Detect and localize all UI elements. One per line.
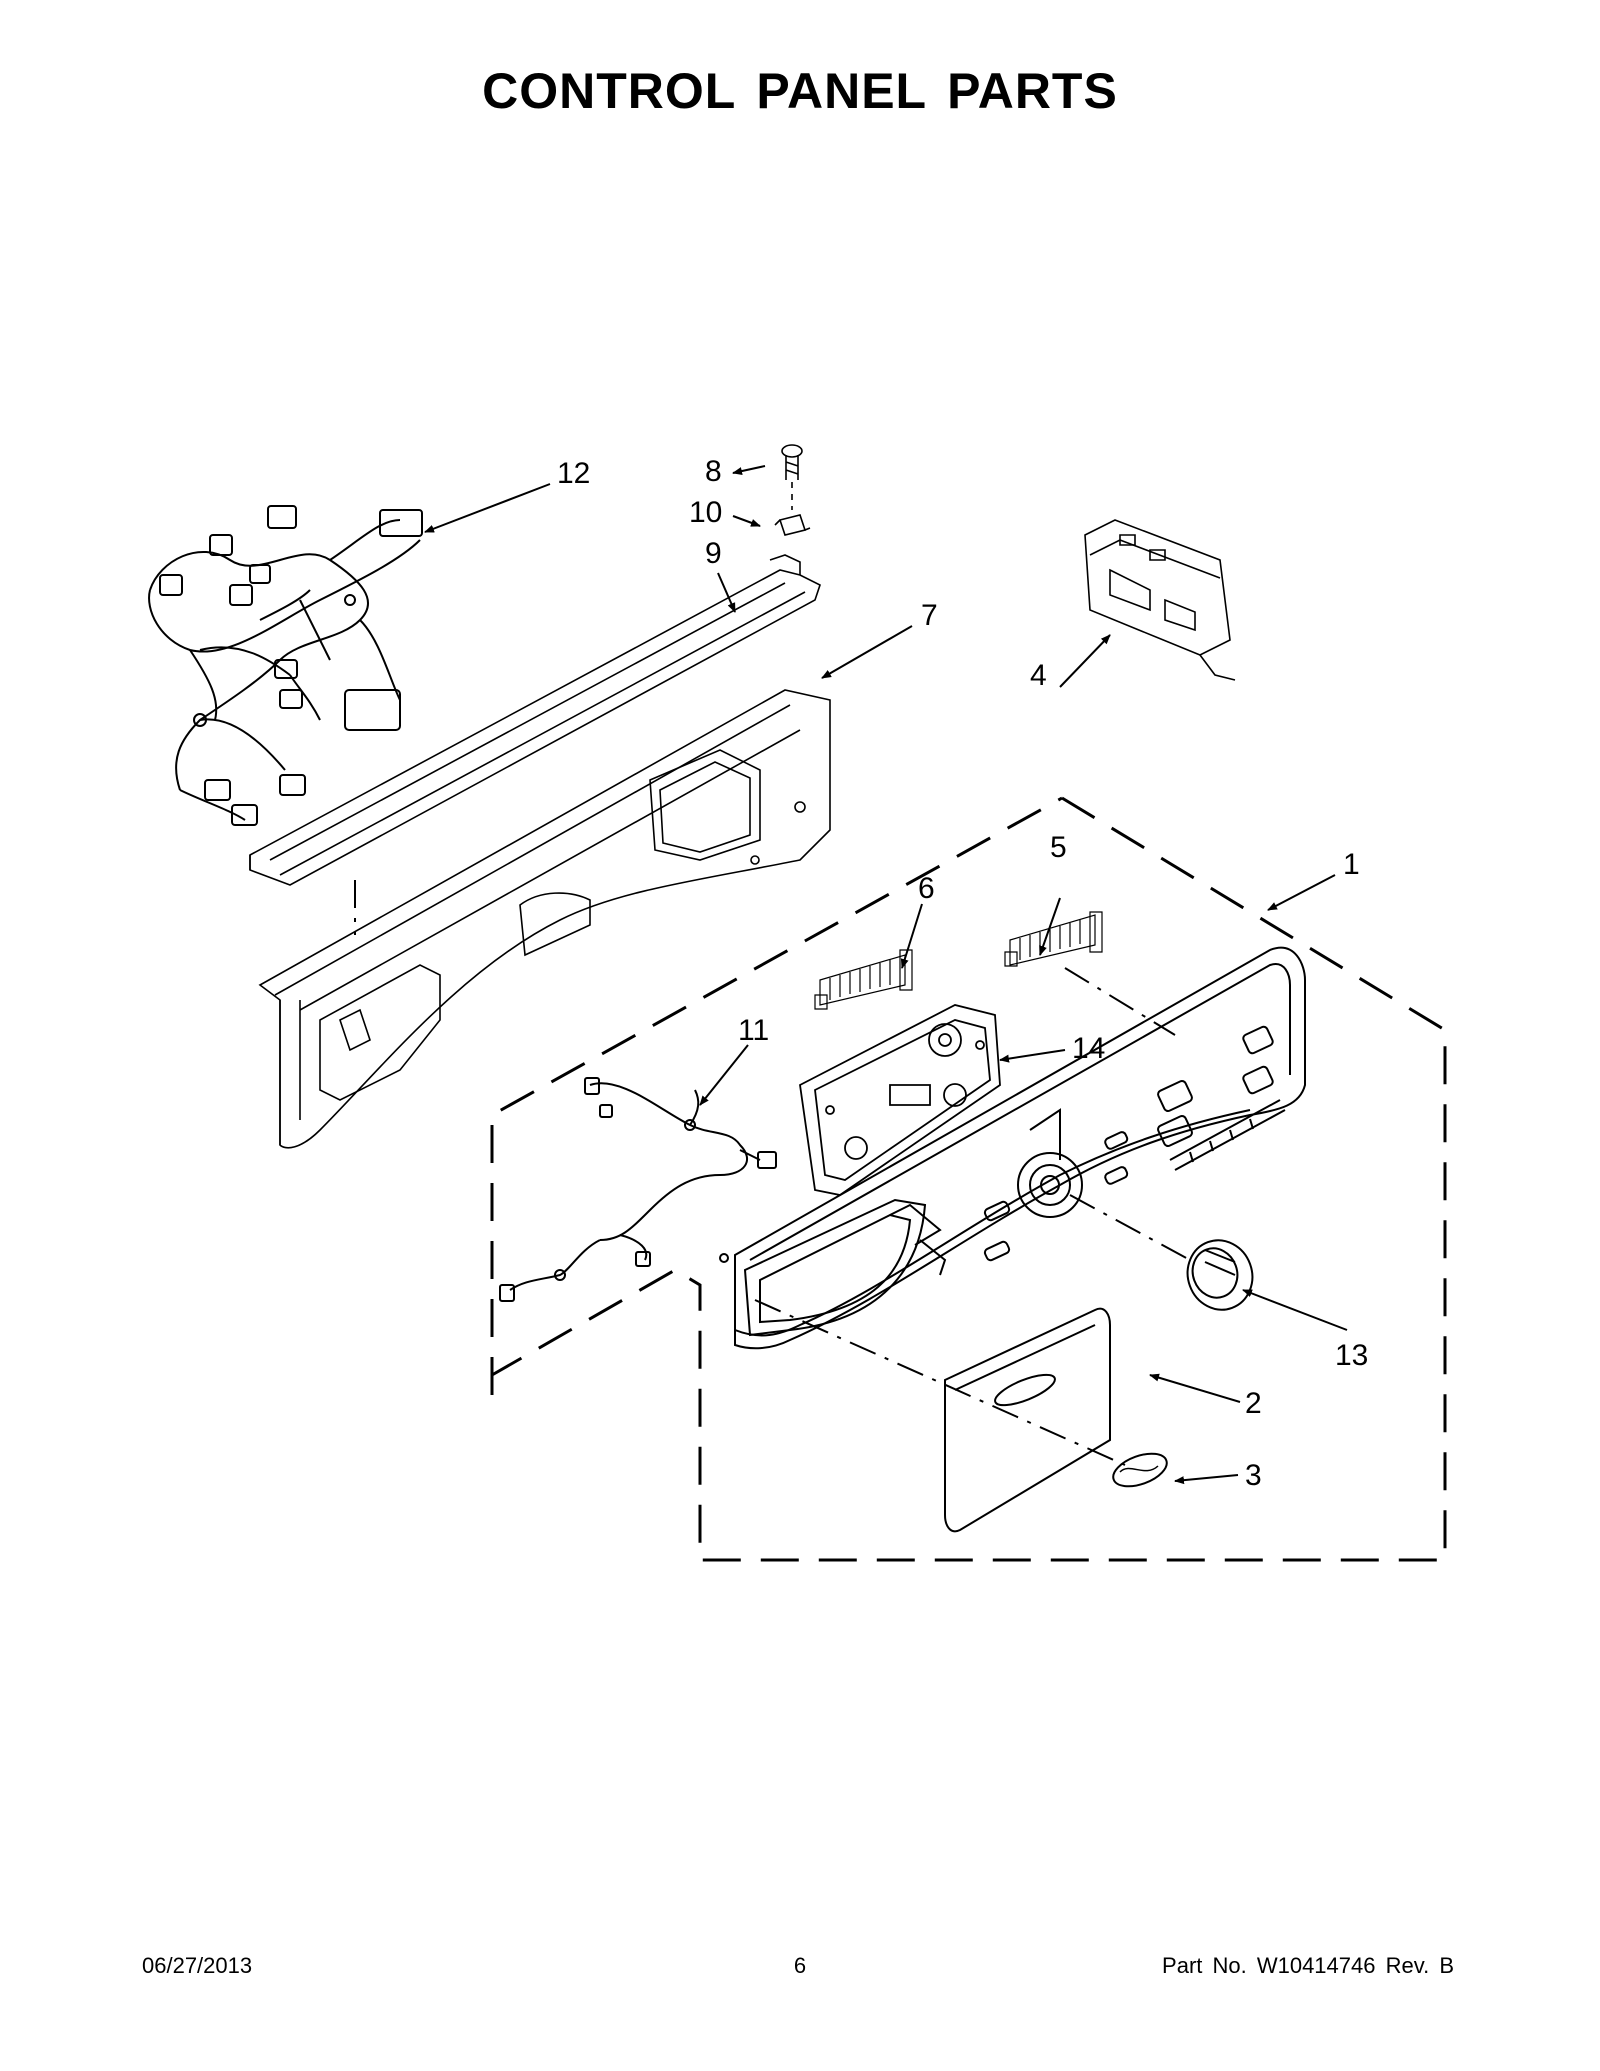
callout-13: 13 bbox=[1335, 1339, 1368, 1372]
part-9-top-bracket bbox=[250, 555, 820, 885]
callout-8: 8 bbox=[705, 455, 722, 488]
footer-part-number: Part No. W10414746 Rev. B bbox=[1162, 1953, 1454, 1978]
callout-7: 7 bbox=[921, 599, 938, 632]
callout-9: 9 bbox=[705, 537, 722, 570]
part-3-logo-badge bbox=[1109, 1447, 1171, 1492]
footer-date: 06/27/2013 bbox=[142, 1953, 253, 1978]
callout-1: 1 bbox=[1343, 848, 1360, 881]
alignment-lines bbox=[354, 880, 1191, 1466]
callout-11: 11 bbox=[738, 1014, 769, 1047]
part-8-screw bbox=[782, 445, 802, 510]
part-5-ribbon-cable bbox=[1005, 912, 1102, 966]
callout-5: 5 bbox=[1050, 831, 1067, 864]
callout-12: 12 bbox=[557, 457, 590, 490]
part-12-wire-harness bbox=[149, 506, 422, 825]
callout-14: 14 bbox=[1072, 1032, 1105, 1065]
callout-6: 6 bbox=[918, 872, 935, 905]
page-title: CONTROL PANEL PARTS bbox=[482, 63, 1118, 119]
assembly-boundary-dashed bbox=[490, 796, 1447, 1562]
part-7-console-back-panel bbox=[260, 690, 830, 1148]
part-10-clip bbox=[775, 515, 810, 535]
part-13-knob bbox=[1178, 1231, 1262, 1319]
part-11-wire-harness bbox=[500, 1078, 776, 1301]
part-2-dispenser-handle bbox=[945, 1309, 1110, 1532]
part-6-ribbon-cable bbox=[815, 950, 912, 1009]
callout-10: 10 bbox=[689, 496, 722, 529]
part-4-control-board bbox=[1085, 520, 1235, 680]
callout-4: 4 bbox=[1030, 659, 1047, 692]
callout-3: 3 bbox=[1245, 1459, 1262, 1492]
callout-leaders bbox=[424, 465, 1348, 1485]
part-14-interface-board bbox=[800, 1005, 1000, 1195]
part-1-console bbox=[720, 948, 1305, 1349]
footer-page-number: 6 bbox=[793, 1953, 807, 1978]
callout-2: 2 bbox=[1245, 1387, 1262, 1420]
